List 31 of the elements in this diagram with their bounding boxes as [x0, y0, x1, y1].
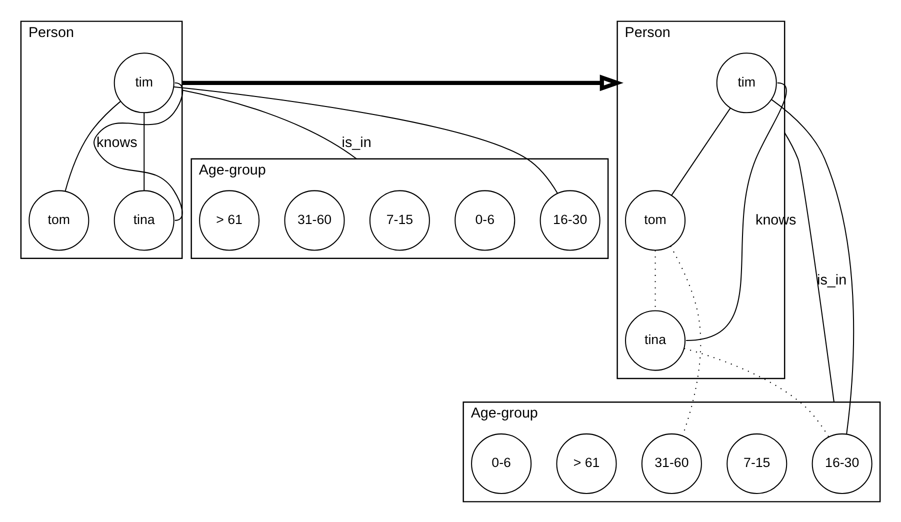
connector — [182, 89, 357, 159]
connector — [784, 132, 834, 402]
node-circle: 7-15 — [726, 432, 788, 494]
node-circle: 7-15 — [369, 190, 430, 250]
node-circle: 31-60 — [641, 432, 702, 494]
connector — [686, 82, 787, 341]
edge-label: knows — [96, 134, 138, 150]
connector — [684, 347, 830, 437]
node-circle: tom — [28, 190, 90, 250]
node-circle: > 61 — [199, 190, 260, 250]
connector — [671, 107, 731, 196]
connector — [94, 82, 184, 220]
connector — [174, 86, 558, 194]
node-circle: tom — [625, 190, 686, 250]
node-circle: > 61 — [556, 432, 617, 494]
edge-label: is_in — [342, 134, 372, 150]
node-circle: tina — [625, 310, 686, 370]
node-circle: 0-6 — [471, 432, 532, 494]
node-circle: 31-60 — [284, 190, 345, 250]
arrow — [182, 74, 624, 91]
node-circle: 0-6 — [454, 190, 516, 250]
connector — [771, 98, 854, 434]
node-circle: 16-30 — [540, 190, 600, 250]
edge-label: is_in — [817, 272, 847, 288]
connector — [670, 245, 702, 436]
node-circle: tim — [716, 52, 777, 113]
node-circle: tim — [114, 52, 174, 113]
connector — [144, 112, 145, 190]
connector — [64, 100, 121, 191]
node-circle: tina — [114, 190, 174, 250]
node-circle: 16-30 — [812, 432, 872, 494]
